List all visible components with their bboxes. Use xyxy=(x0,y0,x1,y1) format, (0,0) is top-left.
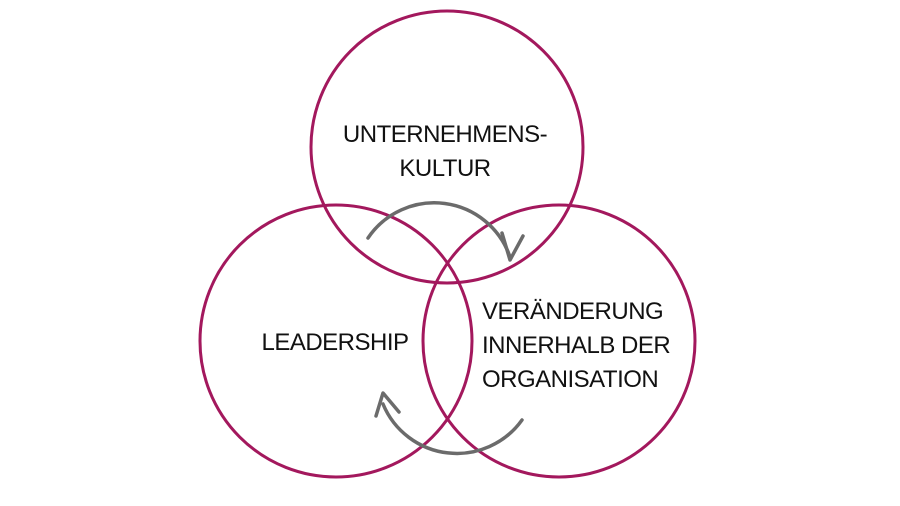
circle-culture xyxy=(309,9,585,285)
label-leadership-line-1: LEADERSHIP xyxy=(261,329,409,356)
label-veraenderung-line-3: ORGANISATION xyxy=(482,366,659,393)
circle-leadership xyxy=(198,203,474,479)
cycle-arrow-top-icon xyxy=(366,201,525,262)
label-unternehmenskultur-line-2: KULTUR xyxy=(399,155,491,182)
label-veraenderung-line-1: VERÄNDERUNG xyxy=(482,298,664,325)
label-unternehmenskultur: UNTERNEHMENS- KULTUR xyxy=(300,118,590,186)
label-leadership: LEADERSHIP xyxy=(240,326,430,360)
label-veraenderung: VERÄNDERUNG INNERHALB DER ORGANISATION xyxy=(482,295,692,397)
label-unternehmenskultur-line-1: UNTERNEHMENS- xyxy=(342,121,548,148)
circle-change xyxy=(421,203,697,479)
label-veraenderung-line-2: INNERHALB DER xyxy=(482,332,671,359)
cycle-arrow-bottom-icon xyxy=(374,391,524,456)
